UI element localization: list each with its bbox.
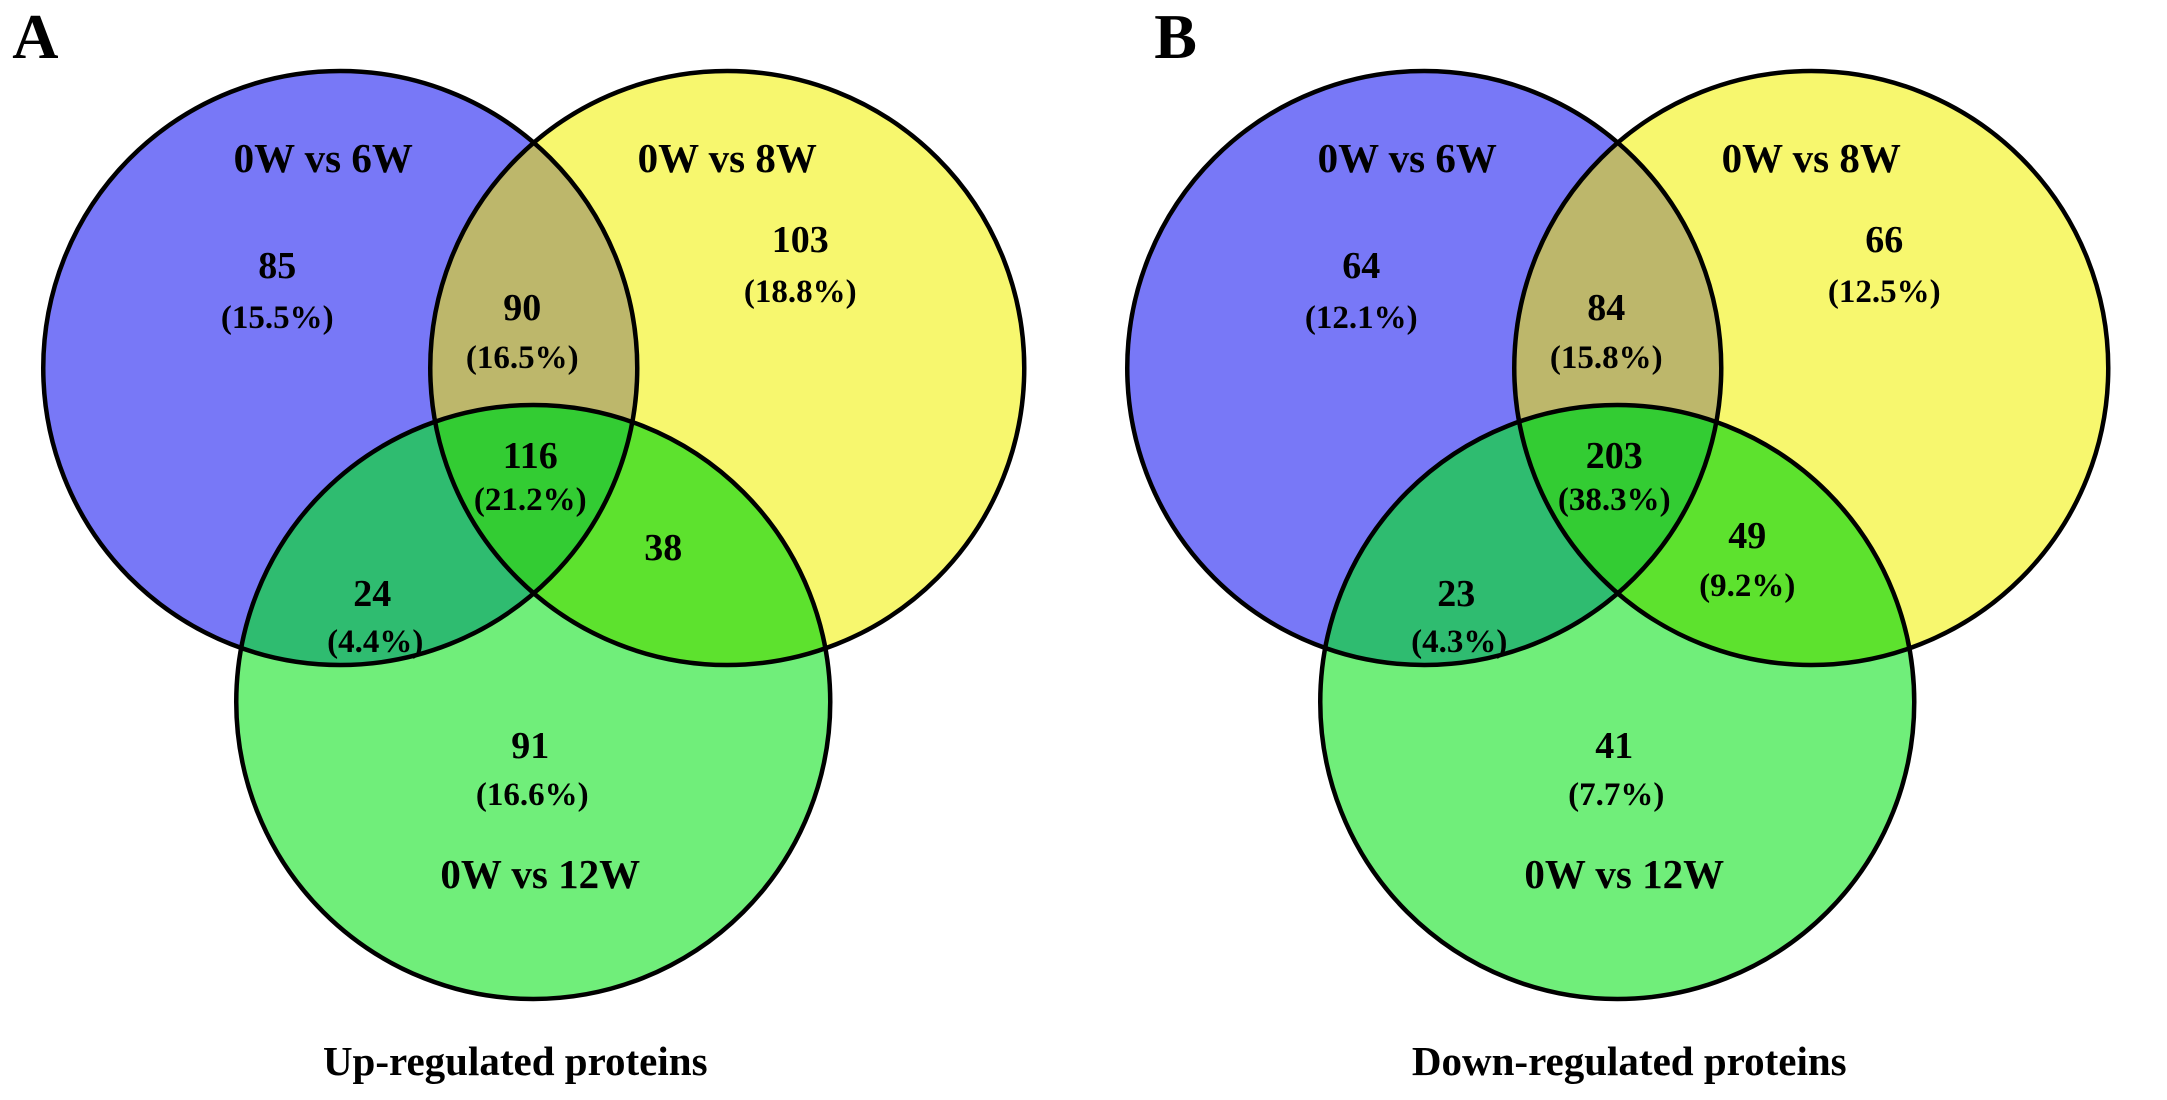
- set-label-0w-12w: 0W vs 12W: [440, 851, 640, 897]
- pct-green-only: (16.6%): [476, 777, 589, 813]
- panel-letter: B: [1154, 1, 1197, 72]
- count-yellow-only: 103: [772, 219, 829, 261]
- circle-outline: [1511, 68, 2110, 668]
- count-center: 116: [503, 435, 558, 477]
- overlap-blue-green: [1319, 405, 1721, 665]
- pct-center: (38.3%): [1557, 482, 1670, 518]
- set-label-0w-8w: 0W vs 8W: [1721, 135, 1900, 181]
- count-blue-green: 24: [353, 573, 391, 615]
- circle-outline: [1124, 68, 1723, 668]
- pct-blue-only: (12.1%): [1304, 300, 1417, 336]
- circle-outline: [1317, 402, 1916, 1002]
- pct-blue-green: (4.4%): [327, 624, 423, 660]
- pct-blue-only: (15.5%): [221, 300, 334, 336]
- circle-outline: [41, 68, 640, 668]
- set-label-0w-6w: 0W vs 6W: [1317, 135, 1496, 181]
- count-blue-only: 64: [1342, 245, 1380, 287]
- set-label-0w-12w: 0W vs 12W: [1524, 851, 1724, 897]
- circle-outline: [428, 68, 1027, 668]
- pct-yellow-only: (12.5%): [1827, 274, 1940, 310]
- pct-blue-green: (4.3%): [1411, 624, 1507, 660]
- count-yellow-only: 66: [1865, 219, 1903, 261]
- pct-center: (21.2%): [474, 482, 587, 518]
- panel-caption: Down-regulated proteins: [1411, 1038, 1846, 1084]
- count-blue-green: 23: [1437, 573, 1475, 615]
- count-yellow-green: 38: [644, 527, 682, 569]
- panel-up-regulated: A 0W vs 6W 0W vs 8W 85 (15.5%) 103 (18.8…: [12, 1, 1027, 1084]
- panel-down-regulated: B 0W vs 6W 0W vs 8W 64 (12.1%) 66 (12.5%…: [1084, 0, 2167, 1100]
- count-blue-only: 85: [258, 245, 296, 287]
- overlap-blue-green: [236, 405, 638, 665]
- count-green-only: 91: [511, 725, 549, 767]
- set-label-0w-6w: 0W vs 6W: [234, 135, 413, 181]
- panel-caption: Up-regulated proteins: [323, 1038, 708, 1084]
- overlap-yellow-green: [1513, 405, 1914, 665]
- panel-letter: A: [12, 1, 58, 72]
- count-center: 203: [1585, 435, 1642, 477]
- pct-green-only: (7.7%): [1568, 777, 1664, 813]
- circle-outline: [234, 402, 833, 1002]
- venn-diagram-down-regulated: B 0W vs 6W 0W vs 8W 64 (12.1%) 66 (12.5%…: [1124, 1, 2110, 1084]
- overlap-yellow-green: [430, 405, 831, 665]
- pct-blue-yellow: (15.8%): [1549, 340, 1662, 376]
- count-blue-yellow: 90: [503, 287, 541, 329]
- pct-yellow-green: (9.2%): [1699, 568, 1795, 604]
- count-blue-yellow: 84: [1587, 287, 1625, 329]
- pct-blue-yellow: (16.5%): [466, 340, 579, 376]
- count-yellow-green: 49: [1728, 515, 1766, 557]
- count-green-only: 41: [1595, 725, 1633, 767]
- pct-yellow-only: (18.8%): [744, 274, 857, 310]
- venn-diagram-up-regulated: A 0W vs 6W 0W vs 8W 85 (15.5%) 103 (18.8…: [12, 1, 1027, 1084]
- set-label-0w-8w: 0W vs 8W: [638, 135, 817, 181]
